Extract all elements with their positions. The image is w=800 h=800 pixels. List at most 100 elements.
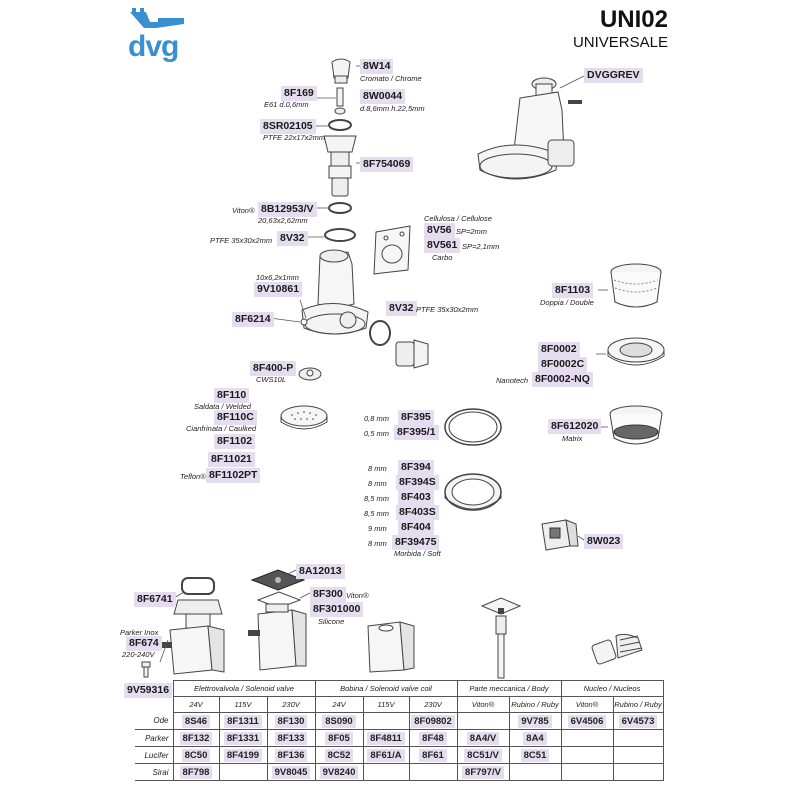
part-code: 8F48 <box>419 731 447 745</box>
table-cell: 8S090 <box>314 712 364 730</box>
solenoid-valve-middle-icon <box>248 603 307 671</box>
code-8F6214: 8F6214 <box>232 312 274 327</box>
group-header-solenoid-valve: Elettrovalvola / Solenoid valve <box>172 680 316 697</box>
part-code: 8F132 <box>179 731 213 745</box>
part-code: 8F133 <box>274 731 308 745</box>
subheader: 230V <box>266 696 316 713</box>
note-8V561: SP=2,1mm <box>462 242 500 251</box>
table-cell: 6V4573 <box>612 712 664 730</box>
subheader: Viton® <box>456 696 510 713</box>
group-header-coil: Bobina / Solenoid valve coil <box>314 680 458 697</box>
subheader: 24V <box>172 696 220 713</box>
code-8F754069: 8F754069 <box>360 157 414 172</box>
complete-group-part-icon <box>477 77 582 180</box>
connector-part-icon <box>541 519 579 551</box>
table-cell <box>560 746 614 764</box>
table-cell: 8F4199 <box>218 746 268 764</box>
table-cell: 8A4/V <box>456 729 510 747</box>
note-8F403: 8,5 mm <box>364 494 390 503</box>
subheader: 230V <box>408 696 458 713</box>
code-9V10861: 9V10861 <box>254 282 303 297</box>
part-code: 8F09802 <box>411 714 455 728</box>
code-9V59316: 9V59316 <box>124 683 173 698</box>
table-cell: 8A4 <box>508 729 562 747</box>
table-cell: 8F61/A <box>362 746 410 764</box>
note-8SR02105: PTFE 22x17x2mm <box>263 133 326 142</box>
note-8F110: Saldata / Welded <box>194 402 251 411</box>
note-8F110C: Cianfrinata / Caulked <box>186 424 257 433</box>
part-code: 8F1311 <box>224 714 262 728</box>
note-silicone: Silicone <box>318 617 345 626</box>
table-cell <box>408 763 458 781</box>
o-ring-part-icon <box>328 202 352 214</box>
code-8F110C: 8F110C <box>214 410 257 425</box>
mechanical-body-icon <box>480 597 522 679</box>
table-cell <box>612 763 664 781</box>
note-8F403S: 8,5 mm <box>364 509 390 518</box>
part-code: 6V4506 <box>567 714 607 728</box>
note-8F400-P: CWS10L <box>256 375 287 384</box>
subheader: 24V <box>314 696 364 713</box>
code-8F404: 8F404 <box>398 520 434 535</box>
dvg-logo-icon <box>130 8 184 28</box>
code-8F0002C: 8F0002C <box>538 357 588 372</box>
table-cell <box>612 746 664 764</box>
table-cell: 8C50 <box>172 746 220 764</box>
code-8F1102PT: 8F1102PT <box>206 468 261 483</box>
note-8V56: SP=2mm <box>456 227 488 236</box>
part-code: 9V785 <box>518 714 552 728</box>
part-code: 8A4/V <box>466 731 500 745</box>
table-cell: 8F1311 <box>218 712 268 730</box>
part-code: 8F61/A <box>367 748 405 762</box>
note-8W14: Cromato / Chrome <box>360 74 422 83</box>
note-8F395: 0,8 mm <box>364 414 390 423</box>
code-8F169: 8F169 <box>281 86 317 101</box>
code-8F39475: 8F39475 <box>392 535 440 550</box>
table-cell: 8F4811 <box>362 729 410 747</box>
table-cell: 8C52 <box>314 746 364 764</box>
note-8F39475: 8 mm <box>368 539 387 548</box>
code-8F0002: 8F0002 <box>538 342 580 357</box>
table-cell: 8F133 <box>266 729 316 747</box>
code-8V56: 8V56 <box>424 223 455 238</box>
shield-gasket-part-icon <box>373 225 411 275</box>
table-cell: 9V8240 <box>314 763 364 781</box>
code-8SR02105: 8SR02105 <box>260 119 316 134</box>
code-8F110: 8F110 <box>214 388 250 403</box>
small-screw-icon <box>141 661 151 678</box>
table-subheader-row: 24V 115V 230V 24V 115V 230V Viton® Rubin… <box>135 696 664 713</box>
code-8F0002-NQ: 8F0002-NQ <box>532 372 593 387</box>
table-cell: 8F132 <box>172 729 220 747</box>
part-code: 8C52 <box>324 748 354 762</box>
cap-part-icon <box>331 58 351 84</box>
subheader: 115V <box>362 696 410 713</box>
part-code: 6V4573 <box>618 714 658 728</box>
part-code: 8S46 <box>181 714 211 728</box>
table-cell <box>362 712 410 730</box>
matrix-filter-part-icon <box>609 405 663 445</box>
note-matrix: Matrix <box>562 434 583 443</box>
mesh-shower-part-icon <box>607 337 665 366</box>
note-viton-8B12953: Viton® <box>232 206 255 215</box>
shower-plate-part-icon <box>280 405 328 430</box>
part-code: 8S090 <box>322 714 356 728</box>
code-8V32-right: 8V32 <box>386 301 417 316</box>
table-cell: 8F1331 <box>218 729 268 747</box>
note-8F404: 9 mm <box>368 524 387 533</box>
table-cell <box>612 729 664 747</box>
code-8F395: 8F395 <box>398 410 434 425</box>
pin-part-icon <box>336 87 344 107</box>
note-8F39475-soft: Morbida / Soft <box>394 549 441 558</box>
note-teflon: Teflon® <box>180 472 206 481</box>
part-code: 8C51 <box>520 748 550 762</box>
note-8B12953: 20,63x2,62mm <box>258 216 308 225</box>
brand-name: dvg <box>128 30 179 63</box>
note-ptfe-8V32: PTFE 35x30x2mm <box>210 236 273 245</box>
note-8F169: E61 d.0,6mm <box>264 100 309 109</box>
part-code: 8F61 <box>419 748 447 762</box>
note-8W0044: d.8,6mm h.22,5mm <box>360 104 425 113</box>
table-cell <box>560 729 614 747</box>
group-header-body: Parte meccanica / Body <box>456 680 562 697</box>
screw-part-icon <box>298 367 322 381</box>
